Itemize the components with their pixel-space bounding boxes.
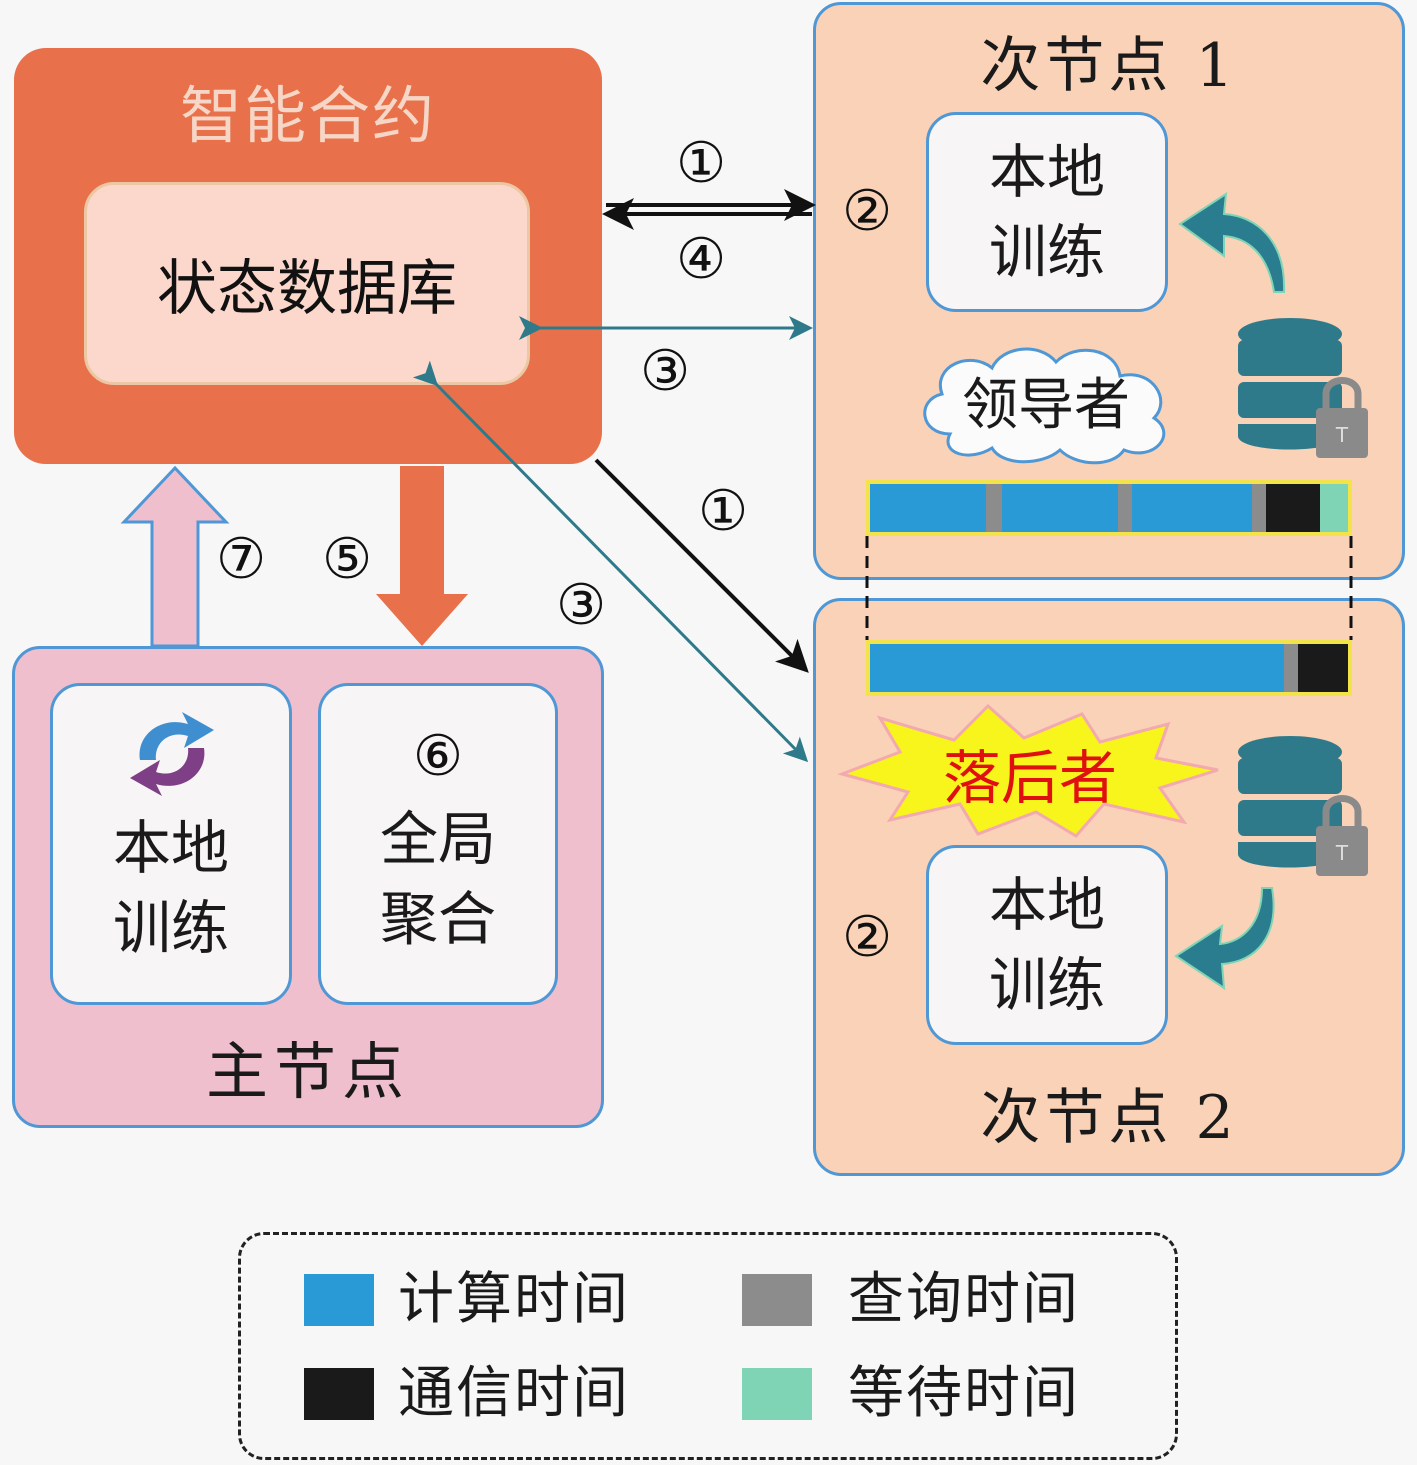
node1-step-2: ② bbox=[842, 179, 893, 244]
legend-label-query: 查询时间 bbox=[848, 1267, 1080, 1332]
straggler-label: 落后者 bbox=[942, 744, 1117, 812]
main-local-training-box: 本地 训练 bbox=[50, 683, 292, 1005]
upload-arrow-step7 bbox=[120, 466, 230, 648]
step-1-top: ① bbox=[676, 131, 727, 196]
node1-time-bar bbox=[866, 480, 1352, 536]
node1-compute-segment bbox=[1132, 484, 1252, 532]
svg-text:T: T bbox=[1335, 841, 1349, 865]
node1-communication-segment bbox=[1266, 484, 1320, 532]
legend-label-compute: 计算时间 bbox=[398, 1267, 630, 1332]
secondary-node-2-title: 次节点 2 bbox=[980, 1082, 1238, 1153]
agg-line2: 聚合 bbox=[379, 885, 496, 953]
legend-swatch-compute bbox=[304, 1274, 374, 1326]
node2-compute-segment bbox=[870, 644, 1284, 692]
legend-swatch-query bbox=[742, 1274, 812, 1326]
step-5: ⑤ bbox=[322, 527, 373, 592]
node1-query-segment bbox=[986, 484, 1002, 532]
state-database-box: 状态数据库 bbox=[84, 182, 530, 385]
node2-time-bar bbox=[866, 640, 1352, 696]
main-train-line2: 训练 bbox=[112, 894, 229, 962]
smart-contract-title: 智能合约 bbox=[179, 79, 436, 152]
svg-text:T: T bbox=[1335, 423, 1349, 447]
main-train-line1: 本地 bbox=[112, 814, 229, 882]
node2-train-line1: 本地 bbox=[988, 871, 1105, 939]
step-7: ⑦ bbox=[216, 527, 267, 592]
node2-local-training-box: 本地 训练 bbox=[926, 845, 1168, 1045]
node2-step-2: ② bbox=[842, 905, 893, 970]
agg-line1: 全局 bbox=[379, 805, 496, 873]
refresh-icon bbox=[130, 712, 214, 796]
node2-curved-arrow-icon bbox=[1174, 887, 1275, 990]
node2-query-segment bbox=[1284, 644, 1298, 692]
legend-label-waiting: 等待时间 bbox=[848, 1361, 1080, 1426]
node1-database-lock-icon: T bbox=[1238, 318, 1368, 458]
step-1-lower: ① bbox=[698, 479, 749, 544]
node1-query-segment bbox=[1252, 484, 1266, 532]
node2-communication-segment bbox=[1298, 644, 1348, 692]
node1-local-training-box: 本地 训练 bbox=[926, 112, 1168, 312]
legend bbox=[238, 1232, 1178, 1460]
node1-waiting-segment bbox=[1320, 484, 1348, 532]
legend-label-communication: 通信时间 bbox=[398, 1361, 630, 1426]
secondary-node-1-title: 次节点 1 bbox=[980, 30, 1238, 101]
node1-train-line2: 训练 bbox=[988, 218, 1105, 286]
node1-train-line1: 本地 bbox=[988, 138, 1105, 206]
leader-cloud-icon bbox=[923, 347, 1166, 465]
node1-compute-segment bbox=[870, 484, 986, 532]
legend-swatch-communication bbox=[304, 1368, 374, 1420]
arrow-step3-node2 bbox=[412, 360, 809, 763]
node2-database-lock-icon: T bbox=[1238, 736, 1368, 876]
straggler-burst-icon bbox=[838, 704, 1219, 838]
legend-swatch-waiting bbox=[742, 1368, 812, 1420]
node1-query-segment bbox=[1118, 484, 1132, 532]
step-3-lower: ③ bbox=[556, 573, 607, 638]
main-node-title: 主节点 bbox=[205, 1035, 410, 1108]
step-4: ④ bbox=[676, 227, 727, 292]
node1-curved-arrow-icon bbox=[1178, 192, 1286, 293]
node1-compute-segment bbox=[1002, 484, 1118, 532]
step-3-top: ③ bbox=[640, 339, 691, 404]
node2-train-line2: 训练 bbox=[988, 951, 1105, 1019]
leader-label: 领导者 bbox=[962, 372, 1130, 438]
